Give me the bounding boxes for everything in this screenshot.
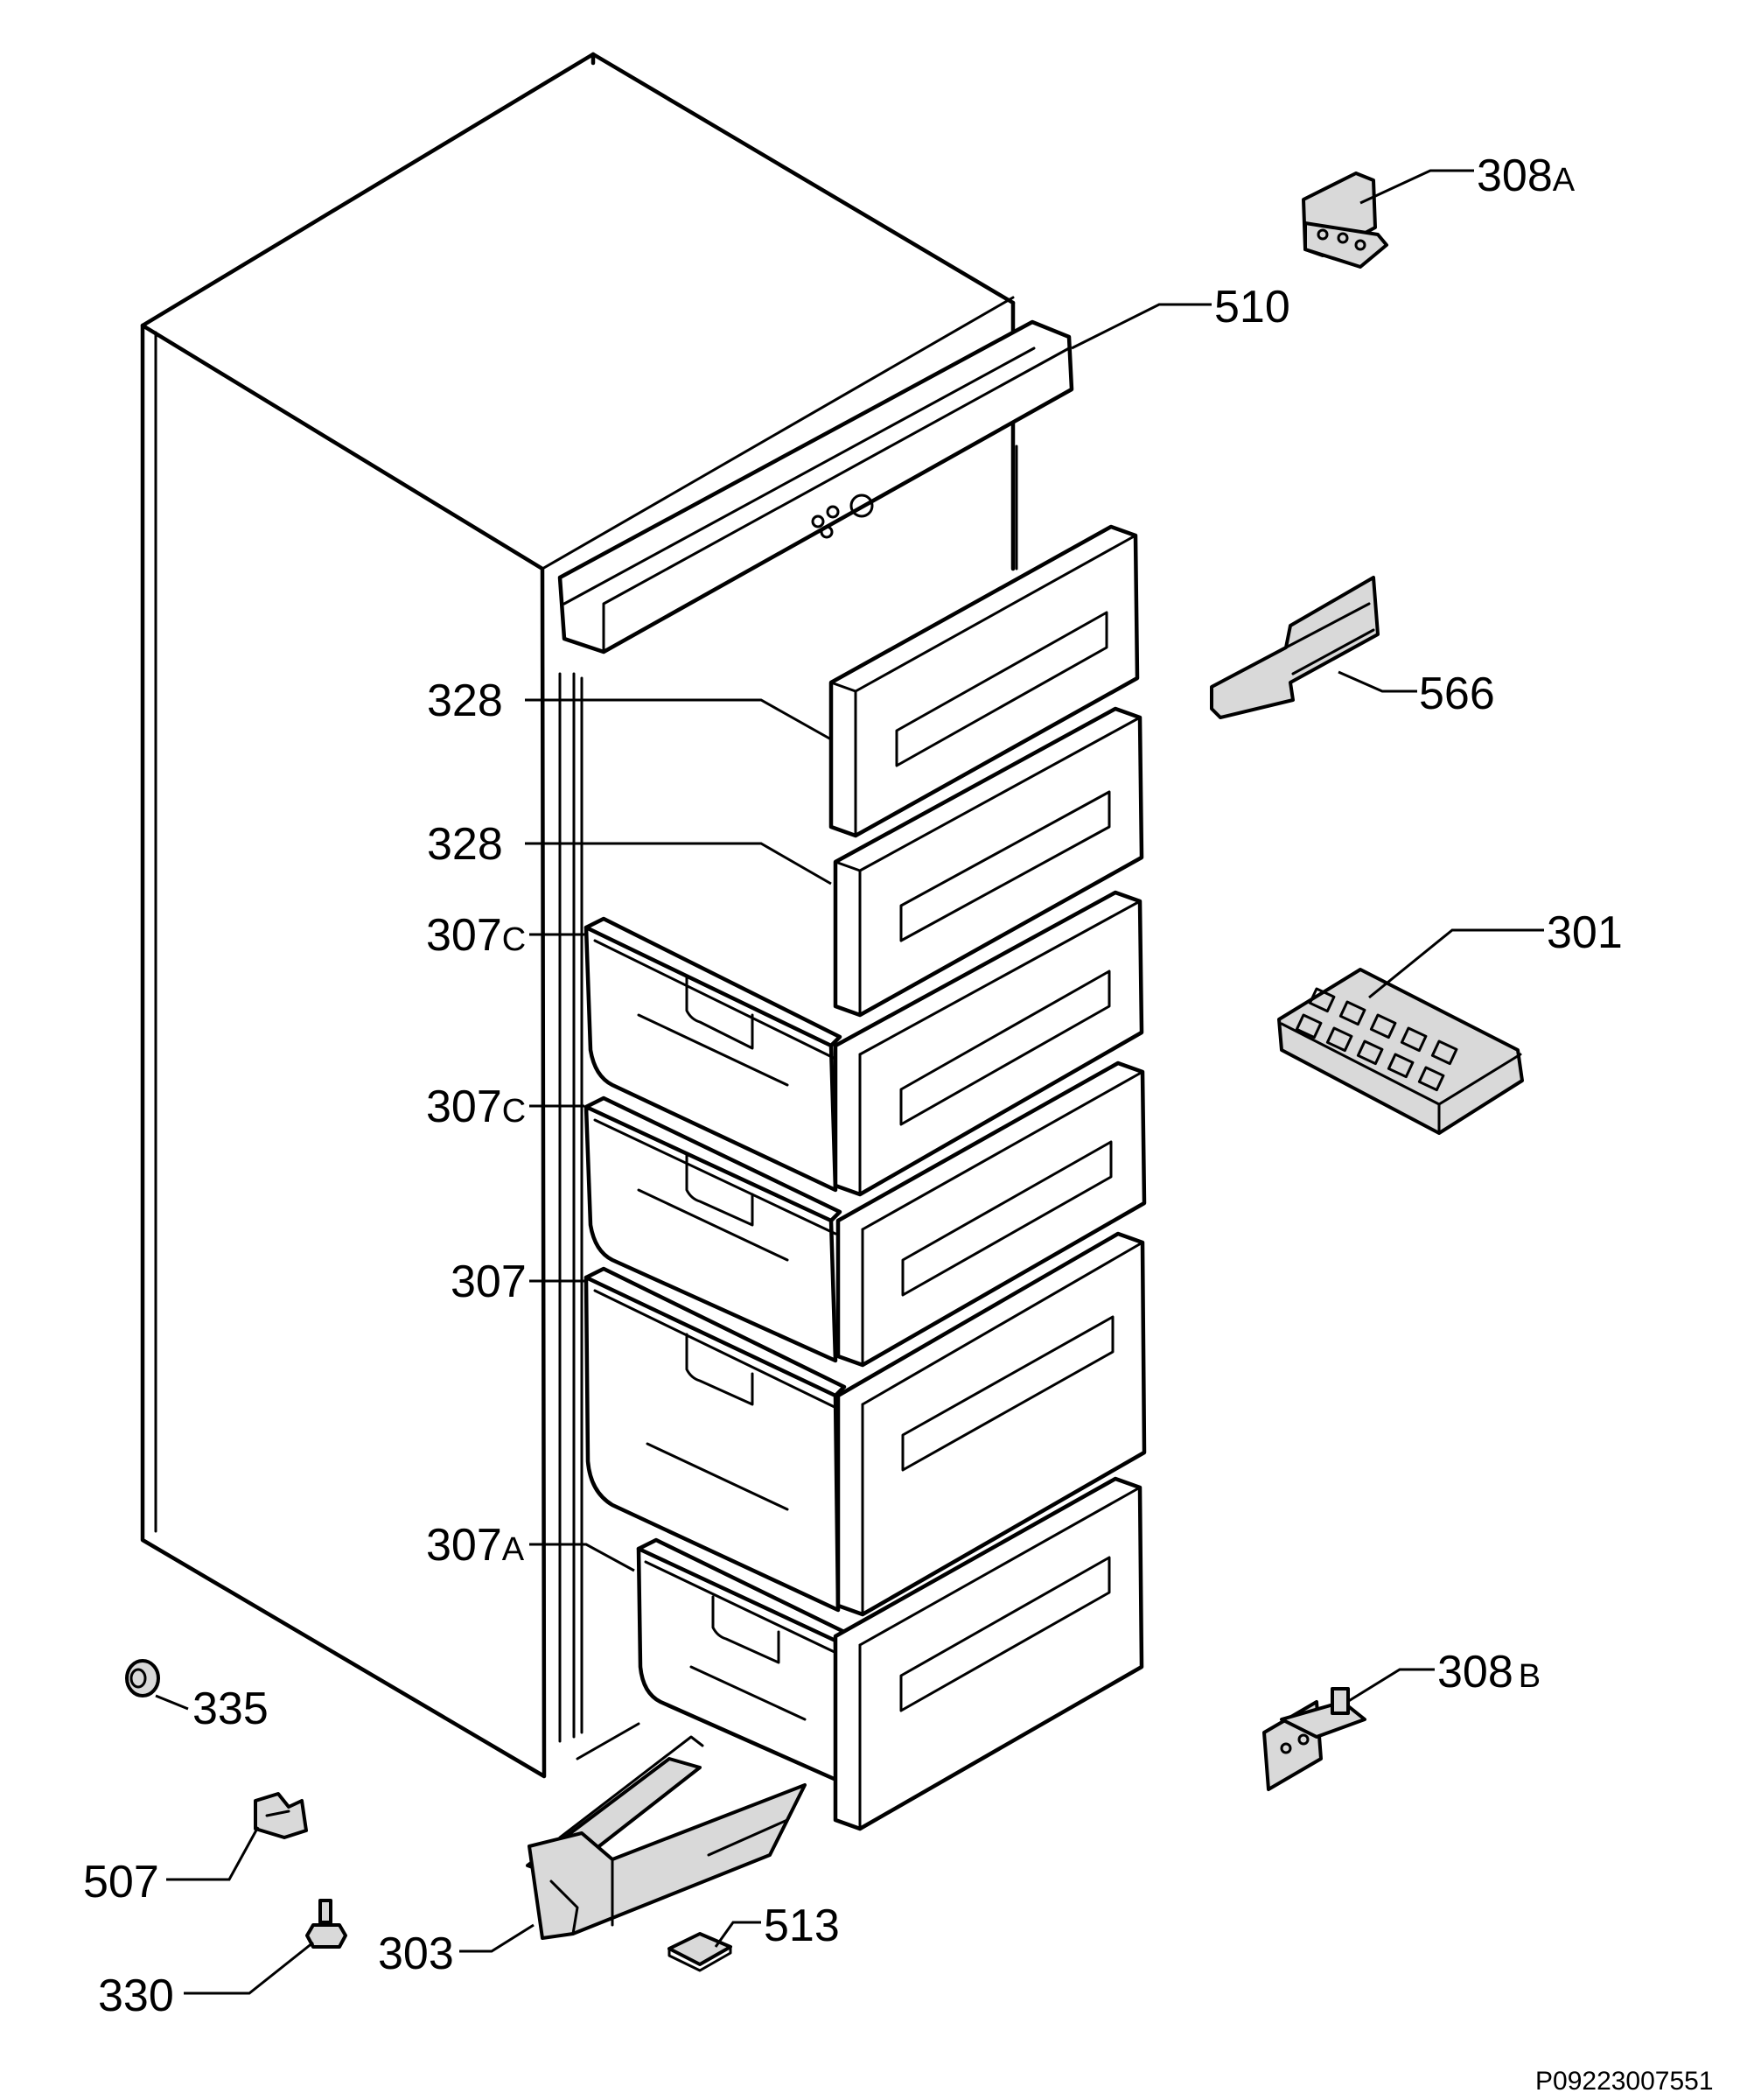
plinth-303	[526, 1735, 807, 1940]
drawer-307a	[636, 1476, 1144, 1831]
drawer-307c-second	[583, 1060, 1147, 1368]
clip-507	[254, 1792, 308, 1839]
ice-tray-cells	[1295, 987, 1458, 1092]
drawing-code: P09223007551	[1535, 2067, 1714, 2096]
part-335	[125, 1659, 160, 1698]
callout-335: 335	[192, 1684, 269, 1734]
freezer-cabinet	[140, 52, 1018, 1779]
foot-330	[305, 1899, 347, 1949]
callout-510: 510	[1214, 282, 1290, 332]
callout-301: 301	[1547, 907, 1623, 958]
hinge-308b	[1262, 1687, 1366, 1791]
drawer-307c-top	[583, 890, 1144, 1197]
callout-513: 513	[764, 1900, 840, 1951]
callout-330: 330	[98, 1970, 174, 2021]
callout-307c-top: 307C	[426, 910, 526, 961]
callout-307a: 307A	[426, 1520, 525, 1571]
callout-328-second: 328	[427, 819, 503, 870]
callout-507: 507	[83, 1857, 159, 1908]
hinge-308a	[1302, 172, 1388, 269]
callout-307c-second: 307C	[426, 1082, 526, 1132]
drawer-307	[583, 1231, 1147, 1617]
callout-328-top: 328	[427, 676, 503, 726]
ice-tray-301	[1277, 968, 1524, 1135]
part-566	[1210, 576, 1380, 719]
drawer-front-328-second	[833, 706, 1144, 1018]
callout-307: 307	[451, 1256, 527, 1307]
part-513	[667, 1932, 732, 1972]
control-panel-510	[557, 319, 1074, 654]
callout-566: 566	[1419, 668, 1495, 719]
callout-308a: 308A	[1477, 150, 1576, 201]
callout-303: 303	[378, 1928, 454, 1979]
drawer-front-328-top	[828, 524, 1140, 838]
leader-lines	[155, 169, 1544, 1995]
